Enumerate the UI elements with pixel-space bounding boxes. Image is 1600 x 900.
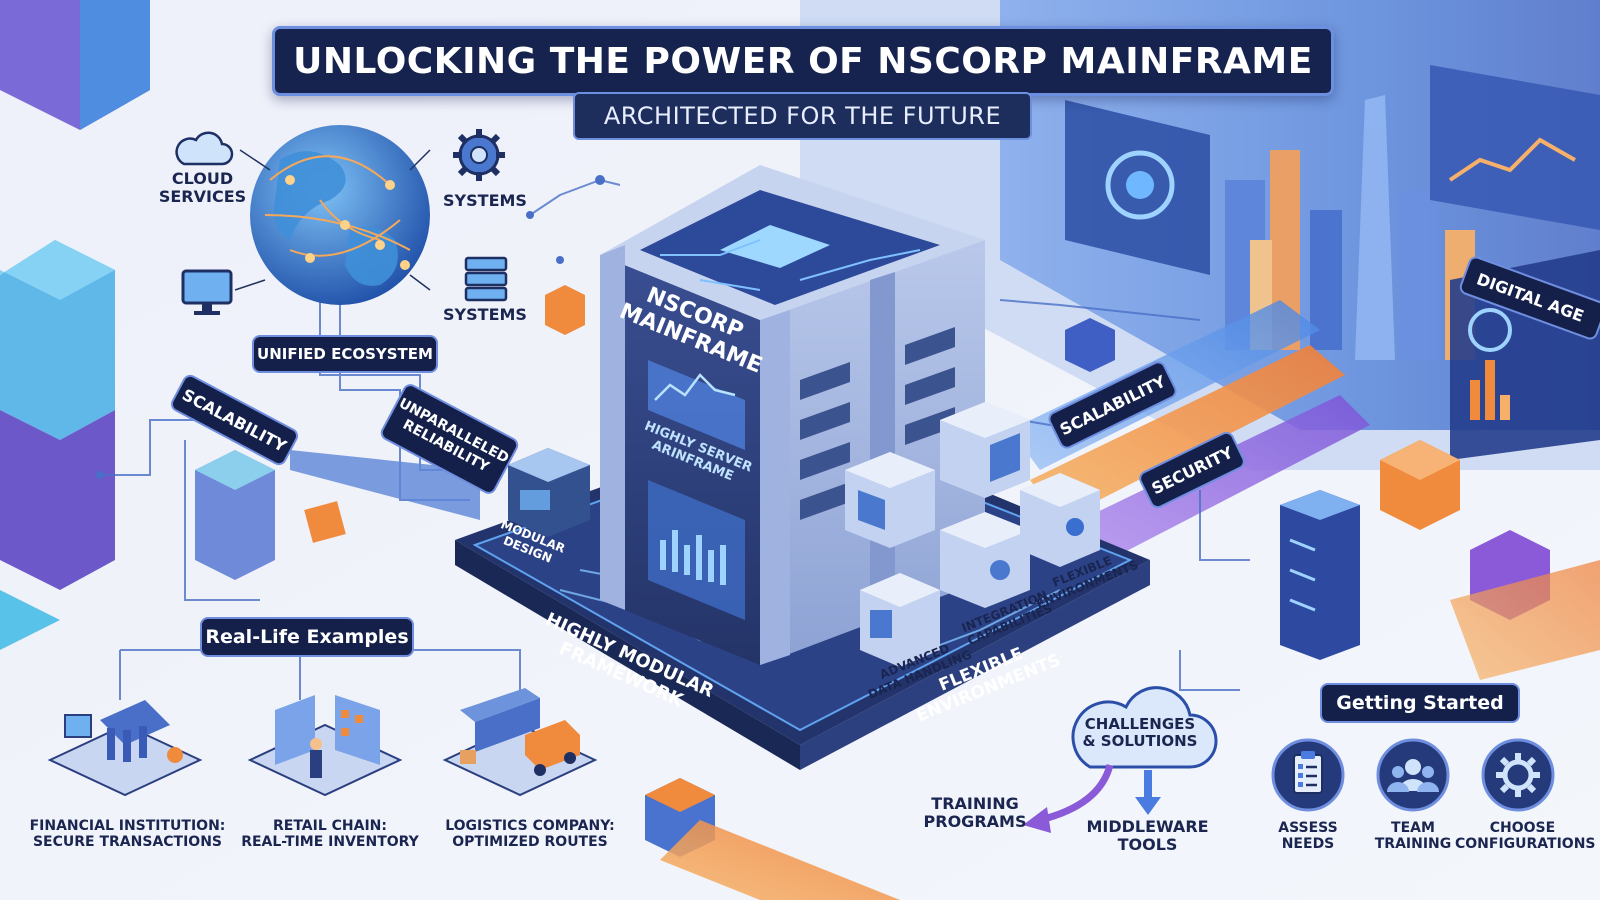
cloud-services-line-1: CLOUD bbox=[171, 169, 234, 188]
truck-icon bbox=[442, 688, 598, 797]
monitor-icon bbox=[181, 269, 233, 315]
clipboard-icon bbox=[1271, 738, 1345, 812]
challenges-cloud-shape bbox=[1071, 686, 1218, 769]
step-choose-configurations: CHOOSE CONFIGURATIONS bbox=[1455, 820, 1596, 853]
gear-icon bbox=[1481, 738, 1555, 812]
middleware-tools-label: MIDDLEWARE TOOLS bbox=[1080, 817, 1215, 855]
training-programs-label: TRAINING PROGRAMS bbox=[910, 794, 1040, 832]
step-choose-line-2: CONFIGURATIONS bbox=[1455, 836, 1596, 853]
gear-icon bbox=[453, 129, 505, 181]
step-assess-line-1: ASSESS bbox=[1278, 820, 1338, 836]
challenges-arrows bbox=[1023, 764, 1161, 833]
step-assess-needs: ASSESS NEEDS bbox=[1258, 820, 1358, 852]
middleware-tools-line-2: TOOLS bbox=[1117, 835, 1178, 855]
challenges-cloud-label: CHALLENGES & SOLUTIONS bbox=[1070, 715, 1210, 751]
cloud-services-label: CLOUD SERVICES bbox=[150, 169, 255, 207]
training-programs-line-1: TRAINING bbox=[931, 794, 1019, 813]
training-programs-line-2: PROGRAMS bbox=[923, 812, 1027, 832]
systems-top-label: SYSTEMS bbox=[443, 191, 527, 210]
unified-ecosystem-badge: UNIFIED ECOSYSTEM bbox=[252, 335, 438, 373]
title-banner: UNLOCKING THE POWER OF NSCORP MAINFRAME bbox=[272, 26, 1334, 96]
getting-started-header: Getting Started bbox=[1320, 683, 1520, 723]
step-assess-line-2: NEEDS bbox=[1281, 836, 1335, 853]
step-team-training: TEAM TRAINING bbox=[1363, 820, 1463, 852]
step-choose-line-1: CHOOSE bbox=[1489, 820, 1556, 836]
example-logistics: LOGISTICS COMPANY: OPTIMIZED ROUTES bbox=[430, 818, 630, 850]
example-financial-line-2: SECURE TRANSACTIONS bbox=[32, 834, 223, 851]
bank-icon bbox=[47, 700, 203, 797]
example-retail-line-1: RETAIL CHAIN: bbox=[273, 818, 387, 834]
challenges-line-2: & SOLUTIONS bbox=[1082, 732, 1198, 751]
subtitle-banner: ARCHITECTED FOR THE FUTURE bbox=[573, 92, 1032, 140]
cloud-icon bbox=[175, 131, 234, 166]
example-retail: RETAIL CHAIN: REAL-TIME INVENTORY bbox=[230, 818, 430, 850]
page-subtitle: ARCHITECTED FOR THE FUTURE bbox=[603, 102, 1002, 130]
page-title: UNLOCKING THE POWER OF NSCORP MAINFRAME bbox=[293, 40, 1313, 82]
real-life-examples-header: Real-Life Examples bbox=[200, 617, 414, 657]
cloud-services-line-2: SERVICES bbox=[158, 187, 247, 207]
systems-bottom-label: SYSTEMS bbox=[443, 305, 527, 324]
step-team-line-1: TEAM bbox=[1391, 820, 1435, 836]
example-financial-line-1: FINANCIAL INSTITUTION: bbox=[29, 818, 226, 834]
step-team-line-2: TRAINING bbox=[1374, 836, 1452, 853]
example-logistics-line-1: LOGISTICS COMPANY: bbox=[445, 818, 615, 834]
example-logistics-line-2: OPTIMIZED ROUTES bbox=[452, 834, 608, 851]
middleware-tools-line-1: MIDDLEWARE bbox=[1086, 817, 1209, 836]
server-icon bbox=[464, 256, 508, 302]
challenges-line-1: CHALLENGES bbox=[1084, 715, 1196, 733]
retail-icon bbox=[247, 695, 403, 797]
example-retail-line-2: REAL-TIME INVENTORY bbox=[241, 834, 419, 851]
example-financial: FINANCIAL INSTITUTION: SECURE TRANSACTIO… bbox=[20, 818, 235, 850]
team-icon bbox=[1376, 738, 1450, 812]
